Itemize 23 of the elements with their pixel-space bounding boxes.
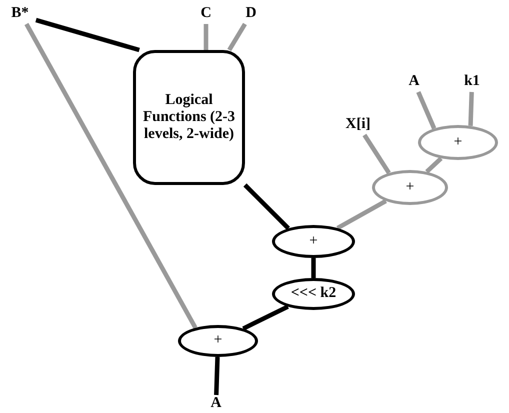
operator-label: + [214, 332, 222, 350]
operator-label: <<< k2 [290, 285, 336, 303]
operator-label: + [406, 178, 414, 196]
connector-line [227, 22, 247, 52]
connector-line [242, 304, 289, 331]
connector-line [243, 183, 290, 230]
label-text: B* [11, 5, 29, 23]
label-text: k1 [464, 73, 480, 91]
connector-line [468, 92, 474, 126]
label-text: Logical Functions (2-3 levels, 2-wide) [142, 92, 236, 144]
operator-label: + [309, 232, 318, 250]
label-text: D [246, 5, 256, 23]
label-text: A [210, 395, 222, 413]
connector-line [214, 356, 220, 396]
label-text: A [408, 73, 420, 91]
operator-label: + [454, 134, 462, 152]
connector-line [35, 18, 140, 52]
function-box [133, 50, 245, 185]
connector-line [416, 91, 436, 130]
label-text: X[i] [346, 116, 370, 134]
label-text: C [200, 5, 212, 23]
connector-line [204, 24, 208, 50]
connector-line [311, 258, 316, 278]
